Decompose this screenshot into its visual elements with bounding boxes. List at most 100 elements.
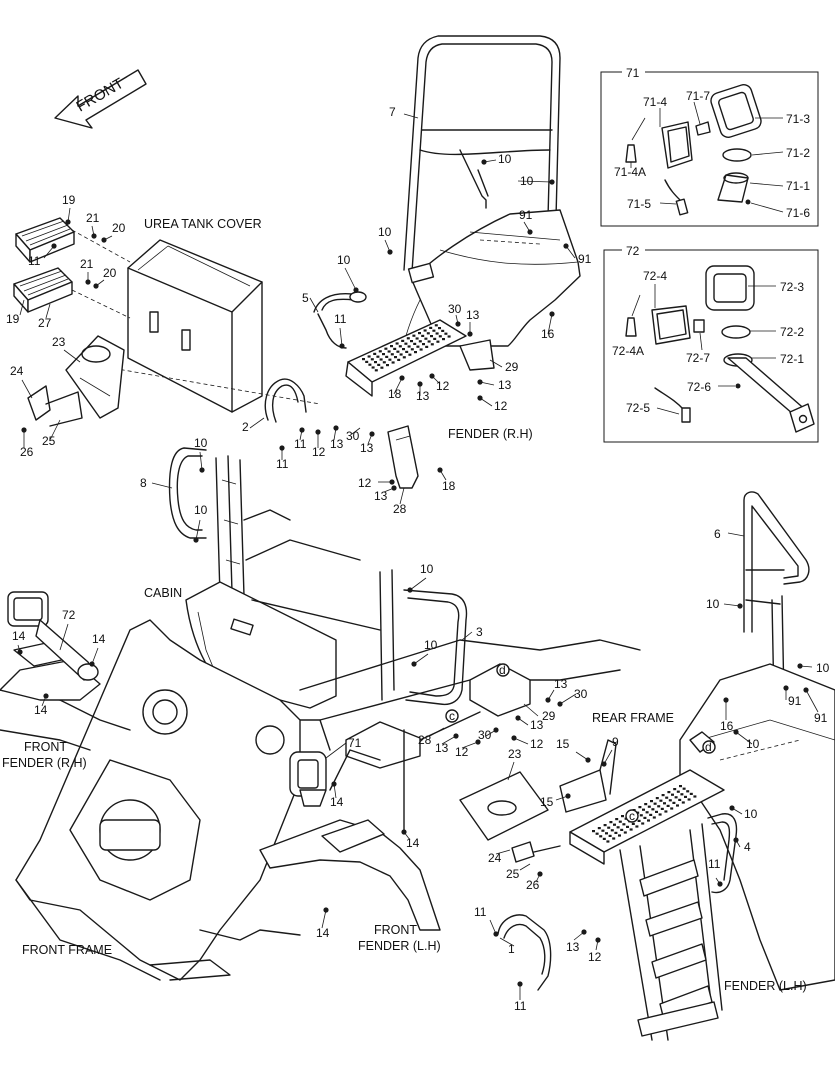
- grid-hole: [380, 366, 384, 369]
- grid-hole: [679, 785, 682, 788]
- callout-c14f: 14: [316, 926, 330, 940]
- leader-line-c10a: [483, 159, 497, 163]
- grid-hole: [660, 807, 664, 810]
- connector-72-7: [693, 319, 705, 333]
- leader-line-c18a: [393, 377, 403, 395]
- leader-line-c28b: [429, 727, 445, 737]
- grid-hole: [657, 805, 661, 808]
- grid-hole: [621, 815, 624, 818]
- grid-hole: [605, 832, 608, 835]
- grid-hole: [390, 353, 394, 356]
- grid-hole: [410, 340, 413, 343]
- callout-71-4: 71-4: [643, 95, 667, 109]
- leader-line-c71: [325, 742, 347, 759]
- handrail-7: [403, 35, 561, 273]
- handrail-4: [707, 813, 738, 894]
- grid-hole: [655, 810, 658, 813]
- leader-line-c91a: [523, 221, 531, 233]
- callout-71-6: 71-6: [786, 206, 810, 220]
- marker-c-upper: c: [445, 709, 459, 723]
- callout-c91b: 91: [578, 252, 592, 266]
- leader-line-c10l: [731, 807, 743, 815]
- grid-hole: [418, 340, 422, 343]
- callout-c19b: 19: [6, 312, 20, 326]
- callout-c16a: 16: [541, 327, 555, 341]
- callout-c29a: 29: [505, 360, 519, 374]
- grid-hole: [367, 355, 371, 358]
- grid-hole: [609, 821, 613, 824]
- callout-72-4A: 72-4A: [612, 344, 644, 358]
- callout-c10a: 10: [498, 152, 512, 166]
- leader-line-c14c: [41, 695, 47, 707]
- leader-line-c15a: [575, 751, 589, 761]
- callout-c12c: 12: [312, 445, 326, 459]
- marker-d-upper: d: [496, 663, 510, 677]
- grid-hole: [374, 361, 377, 364]
- grid-hole: [638, 806, 642, 809]
- leader-line-c10i: [723, 603, 741, 607]
- callout-c9: 9: [612, 735, 619, 749]
- leader-line-c14a: [17, 644, 21, 653]
- grid-hole: [663, 802, 666, 805]
- grid-hole: [388, 358, 392, 361]
- callout-c24b: 24: [488, 851, 502, 865]
- callout-c10h: 10: [424, 638, 438, 652]
- callout-c13e: 13: [360, 441, 374, 455]
- callout-c18b: 18: [442, 479, 456, 493]
- grid-hole: [651, 808, 655, 811]
- callout-c10b: 10: [520, 174, 534, 188]
- leader-line-c16a: [547, 313, 553, 335]
- callout-c10k: 10: [746, 737, 760, 751]
- grid-hole: [387, 350, 391, 353]
- bracket-24-upper: [27, 385, 83, 427]
- grid-hole: [616, 826, 620, 829]
- washer-71-2: [722, 148, 752, 162]
- grid-hole: [612, 837, 616, 840]
- callout-c26b: 26: [526, 878, 540, 892]
- grid-hole: [408, 353, 412, 356]
- leader-line-c20b: [95, 279, 105, 287]
- plate-23-upper: [65, 335, 125, 419]
- grid-hole: [676, 790, 680, 793]
- leader-line-c3: [461, 631, 473, 641]
- inset-72-title: 72: [626, 244, 640, 258]
- callout-c25b: 25: [506, 867, 520, 881]
- step-plate-rh: [345, 319, 467, 397]
- leader-line-c23b: [507, 761, 515, 781]
- grid-hole: [642, 808, 645, 811]
- grid-hole: [672, 801, 676, 804]
- leader-line-c12e: [513, 737, 529, 745]
- callout-71-5: 71-5: [627, 197, 651, 211]
- callout-c11a: 11: [334, 312, 347, 326]
- grid-hole: [432, 329, 436, 332]
- grid-hole: [635, 825, 639, 828]
- grid-hole: [603, 824, 607, 827]
- grid-hole: [433, 337, 437, 340]
- grid-hole: [378, 350, 382, 353]
- callout-c14e: 14: [406, 836, 420, 850]
- grid-hole: [678, 798, 682, 801]
- leader-line-c10c: [384, 239, 391, 253]
- leader-line-c1: [499, 937, 515, 947]
- callout-c91d: 91: [814, 711, 828, 725]
- leader-line-c14b: [91, 647, 99, 665]
- svg-text:d: d: [705, 740, 712, 754]
- grid-hole: [622, 823, 626, 826]
- leader-line-c4: [735, 839, 741, 848]
- leader-line-c8: [151, 482, 173, 489]
- leader-line-c12b: [479, 397, 493, 407]
- leader-line-c29b: [523, 703, 539, 717]
- grid-hole: [441, 329, 445, 332]
- grid-hole: [623, 831, 627, 834]
- leader-line-c7: [403, 113, 419, 119]
- callout-c26a: 26: [20, 445, 34, 459]
- callout-c14d: 14: [330, 795, 344, 809]
- callout-c12a: 12: [436, 379, 450, 393]
- callout-c14b: 14: [92, 632, 106, 646]
- bracket-24-lower: [511, 841, 561, 863]
- grid-hole: [415, 337, 419, 340]
- leader-line-c13j: [573, 931, 585, 941]
- callout-c30c: 30: [574, 687, 588, 701]
- grid-hole: [379, 358, 383, 361]
